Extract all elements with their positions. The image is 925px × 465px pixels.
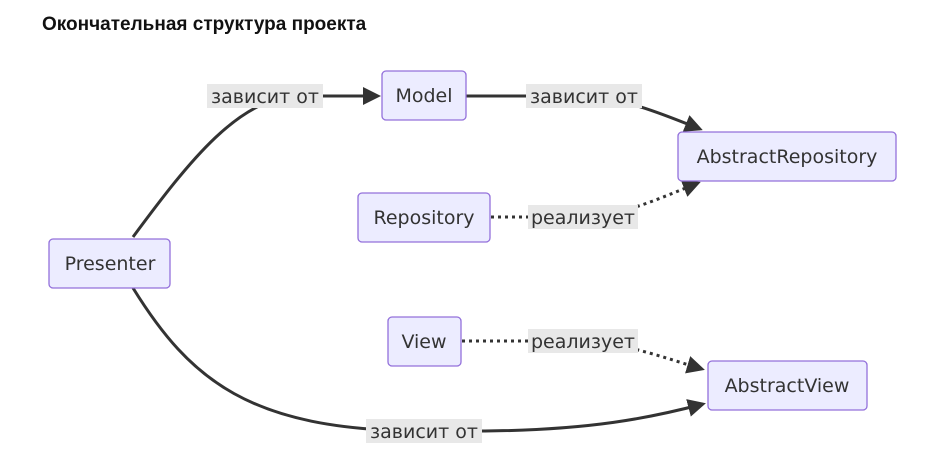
edge-label-presenter-model-text: зависит от — [211, 86, 319, 108]
edge-label-repository-abstract-repository: реализует — [528, 205, 638, 229]
node-presenter-label: Presenter — [65, 253, 156, 275]
node-presenter[interactable]: Presenter — [48, 238, 171, 289]
node-model-label: Model — [395, 85, 452, 107]
edge-label-view-abstract-view-text: реализует — [531, 331, 635, 353]
node-abstract-view[interactable]: AbstractView — [707, 360, 868, 411]
edge-label-presenter-abstract-view: зависит от — [366, 419, 482, 443]
node-view-label: View — [401, 331, 446, 353]
edge-label-presenter-model: зависит от — [207, 84, 323, 108]
edge-label-model-abstract-repository: зависит от — [526, 84, 642, 108]
page-title: Окончательная структура проекта — [42, 14, 367, 35]
edge-label-model-abstract-repository-text: зависит от — [530, 86, 638, 108]
node-view[interactable]: View — [387, 316, 462, 367]
node-abstract-repository[interactable]: AbstractRepository — [677, 131, 897, 182]
edge-label-repository-abstract-repository-text: реализует — [531, 207, 635, 229]
edge-label-view-abstract-view: реализует — [528, 329, 638, 353]
node-model[interactable]: Model — [381, 70, 467, 121]
node-repository-label: Repository — [373, 207, 474, 229]
edge-label-presenter-abstract-view-text: зависит от — [370, 421, 478, 443]
node-abstract-view-label: AbstractView — [725, 375, 850, 397]
node-repository[interactable]: Repository — [357, 192, 491, 243]
node-abstract-repository-label: AbstractRepository — [697, 146, 878, 168]
edge-presenter-model — [131, 87, 381, 238]
